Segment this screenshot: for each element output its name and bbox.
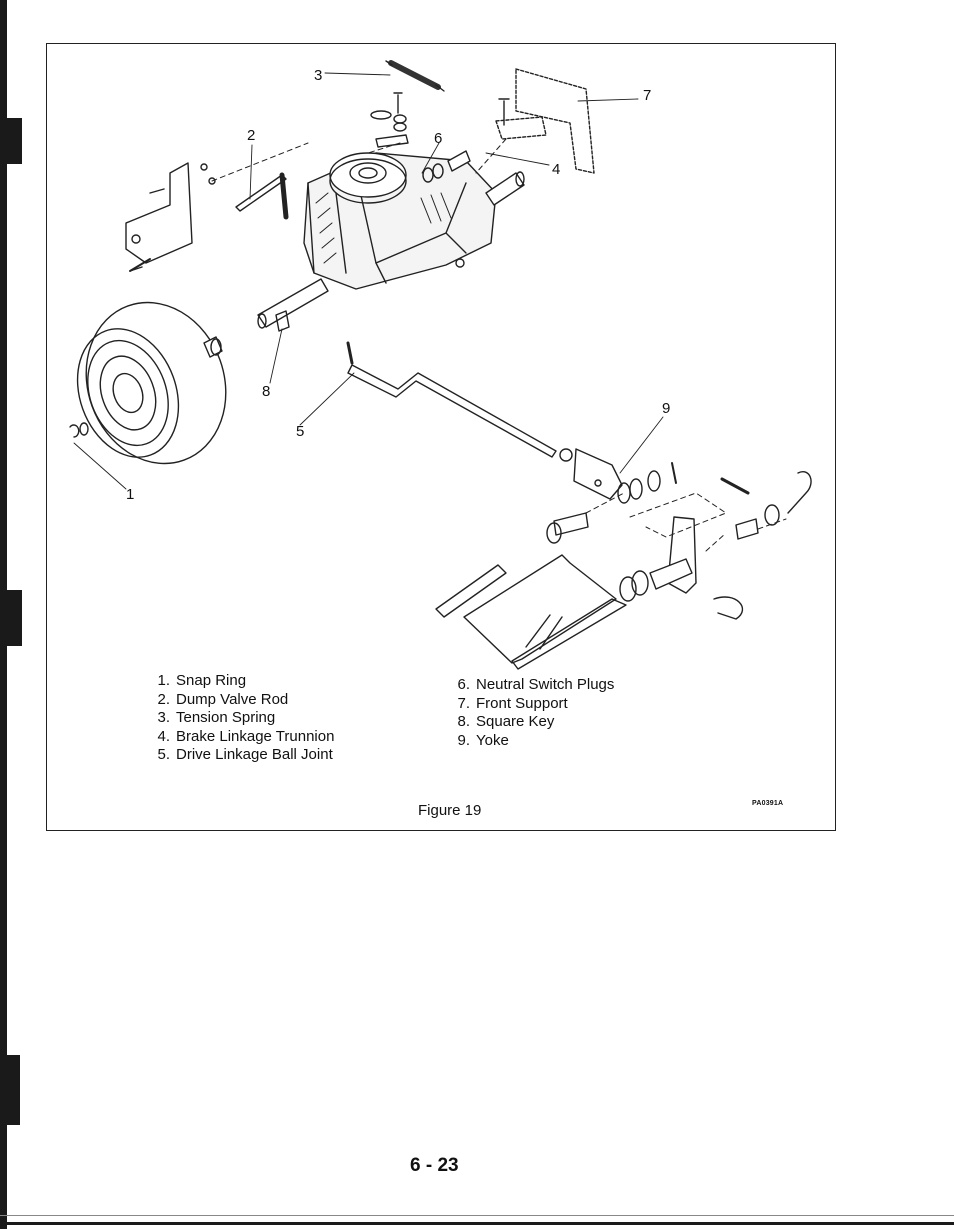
- pulley: [329, 152, 407, 204]
- callout-2: 2: [247, 127, 256, 144]
- front-support-bolt: [498, 98, 510, 126]
- axle-right: [485, 171, 525, 206]
- axle-left: [257, 278, 329, 329]
- figure-caption: Figure 19: [418, 802, 482, 819]
- scan-binding-mark: [0, 1055, 20, 1125]
- leader-lines: [73, 72, 664, 490]
- left-bracket: [125, 162, 216, 272]
- callout-5: 5: [296, 423, 305, 440]
- snap-ring: [69, 424, 80, 438]
- neutral-switch-plugs: [422, 150, 471, 183]
- legend-item: 5.Drive Linkage Ball Joint: [157, 746, 333, 763]
- legend-left: 1.Snap Ring 2.Dump Valve Rod 3.Tension S…: [148, 672, 334, 765]
- legend-right: 6.Neutral Switch Plugs 7.Front Support 8…: [448, 676, 614, 750]
- callout-7: 7: [643, 87, 652, 104]
- scan-binding-mark: [0, 590, 22, 646]
- figure-code: PA0391A: [752, 800, 784, 807]
- callout-6: 6: [434, 130, 443, 147]
- pin-and-washers: [546, 462, 677, 544]
- exploded-view-diagram: [69, 60, 812, 670]
- nut: [455, 258, 465, 268]
- figure-frame: [46, 43, 836, 831]
- callout-8: 8: [262, 383, 271, 400]
- scan-bottom-rule: [0, 1222, 954, 1225]
- dump-valve-rod: [235, 172, 289, 220]
- pedal-bar: [435, 554, 627, 670]
- wheel-spacer: [203, 336, 223, 358]
- drive-linkage-rod: [346, 341, 557, 458]
- page-number: 6 - 23: [410, 1155, 459, 1176]
- legend-item: 1.Snap Ring: [157, 672, 247, 689]
- washer: [79, 422, 89, 436]
- legend-item: 7.Front Support: [457, 694, 568, 712]
- legend-item: 3.Tension Spring: [157, 709, 276, 726]
- scan-bottom-rule-thin: [0, 1215, 954, 1216]
- lower-bolt: [129, 258, 151, 272]
- front-support: [495, 68, 595, 174]
- legend-item: 9.Yoke: [457, 731, 509, 749]
- square-key: [275, 310, 290, 332]
- callout-3: 3: [314, 67, 323, 84]
- wheel: [76, 301, 227, 465]
- callout-1: 1: [126, 486, 135, 503]
- callout-4: 4: [552, 161, 561, 178]
- assembly-lines: [211, 138, 787, 552]
- scan-binding-mark: [0, 118, 22, 164]
- legend-item: 8.Square Key: [457, 713, 555, 730]
- tension-spring: [385, 60, 445, 92]
- brake-pedal-assembly: [619, 471, 812, 620]
- legend-item: 6.Neutral Switch Plugs: [457, 676, 615, 693]
- bolt-and-washers: [370, 92, 409, 148]
- legend-item: 2.Dump Valve Rod: [157, 690, 289, 708]
- yoke: [559, 448, 623, 500]
- callout-9: 9: [662, 400, 671, 417]
- legend-item: 4.Brake Linkage Trunnion: [157, 727, 335, 745]
